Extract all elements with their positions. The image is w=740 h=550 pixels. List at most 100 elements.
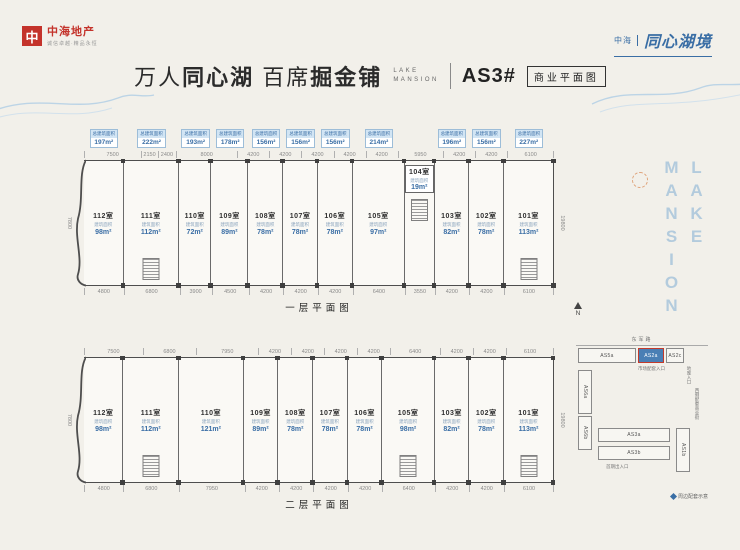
- dimension-value: 4200: [357, 347, 391, 356]
- dimension-value: 4200: [313, 484, 348, 493]
- dimension-value: 4200: [237, 150, 270, 159]
- dimension-value: 7500: [84, 347, 143, 356]
- brand-name: 中海地产: [47, 26, 95, 38]
- dimension-value: 4200: [244, 484, 279, 493]
- phase-entry-label: 首期出入口: [606, 464, 629, 469]
- area-label: 建筑面积: [369, 221, 388, 227]
- room-area-value: 97m²: [370, 228, 387, 236]
- dimension-value: 4200: [347, 484, 383, 493]
- area-label: 建筑面积: [519, 418, 538, 424]
- stairs-icon: [410, 199, 428, 221]
- room-number: 109室: [219, 212, 240, 220]
- north-arrow-icon: [574, 302, 582, 309]
- room-area-value: 98m²: [399, 425, 417, 433]
- room-number: 106室: [324, 212, 346, 220]
- room-number: 106室: [354, 409, 375, 417]
- title-part: 百席: [254, 65, 311, 90]
- room-number: 110室: [200, 409, 222, 417]
- area-label: 建筑面积: [477, 221, 496, 227]
- title-part: 万人: [134, 65, 183, 90]
- dimension-value: 4200: [440, 347, 474, 356]
- room-area-value: 72m²: [186, 228, 203, 236]
- dimension-value: 7950: [179, 484, 245, 493]
- dimension-value: 6400: [390, 347, 441, 356]
- room-number: 103室: [441, 409, 462, 417]
- dimension-value: 6400: [352, 287, 406, 296]
- room-number: 107室: [319, 409, 341, 417]
- dimension-value: 6100: [503, 287, 555, 296]
- room-number: 101室: [518, 212, 539, 220]
- room-number: 107室: [289, 212, 311, 220]
- dimension-value: 6400: [382, 484, 435, 493]
- project-name: 同心湖境: [643, 34, 712, 51]
- area-label: 建筑面积: [325, 221, 344, 227]
- area-label: 建筑面积: [141, 418, 160, 424]
- area-label: 建筑面积: [477, 418, 496, 424]
- dimension-value: 4200: [443, 150, 476, 159]
- plan-caption: 一层平面图: [285, 303, 353, 314]
- room-number: 103室: [441, 212, 462, 220]
- area-label: 建筑面积: [442, 418, 461, 424]
- room-number: 108室: [254, 212, 276, 220]
- dimension-value: 4200: [475, 150, 508, 159]
- area-label: 建筑面积: [201, 418, 220, 424]
- room-number: 110室: [184, 212, 205, 220]
- west-wall-curve: [76, 356, 86, 484]
- dimension-value: 4200: [473, 347, 507, 356]
- sheet-type-label: 商业平面图: [526, 65, 606, 87]
- area-label: 建筑面积: [94, 221, 113, 227]
- room-number: 112室: [93, 212, 114, 220]
- west-street-label: 西侧配套商业街: [695, 388, 700, 420]
- dimension-value: 4800: [84, 484, 124, 493]
- room-area-value: 78m²: [326, 228, 343, 236]
- room-area-value: 19m²: [411, 184, 428, 191]
- dimension-value: 4200: [469, 287, 504, 296]
- room-number: 109室: [250, 409, 271, 417]
- area-label: 建筑面积: [519, 221, 538, 227]
- title-part: 掘金铺: [310, 65, 383, 90]
- room-area-value: 78m²: [321, 425, 339, 433]
- right-side-dimension: 19800: [559, 215, 565, 231]
- left-side-dimension: 7800: [66, 216, 72, 230]
- area-label: 建筑面积: [185, 221, 204, 227]
- right-side-dimension: 19800: [559, 412, 565, 428]
- room-number: 104室: [408, 169, 430, 176]
- dimension-value: 4200: [258, 347, 292, 356]
- dimension-value: 3900: [179, 287, 212, 296]
- room-area-value: 113m²: [518, 228, 539, 236]
- dimension-value: 4200: [317, 287, 353, 296]
- left-side-dimension: 7800: [66, 413, 72, 427]
- dimension-value: 6100: [507, 150, 554, 159]
- title-chinese: 万人同心湖 百席掘金铺: [134, 60, 382, 92]
- map-legend-note: 周边配套示意: [669, 492, 708, 501]
- dimension-value: 4200: [434, 484, 470, 493]
- room-number: 105室: [397, 409, 419, 417]
- room-number: 101室: [518, 409, 539, 417]
